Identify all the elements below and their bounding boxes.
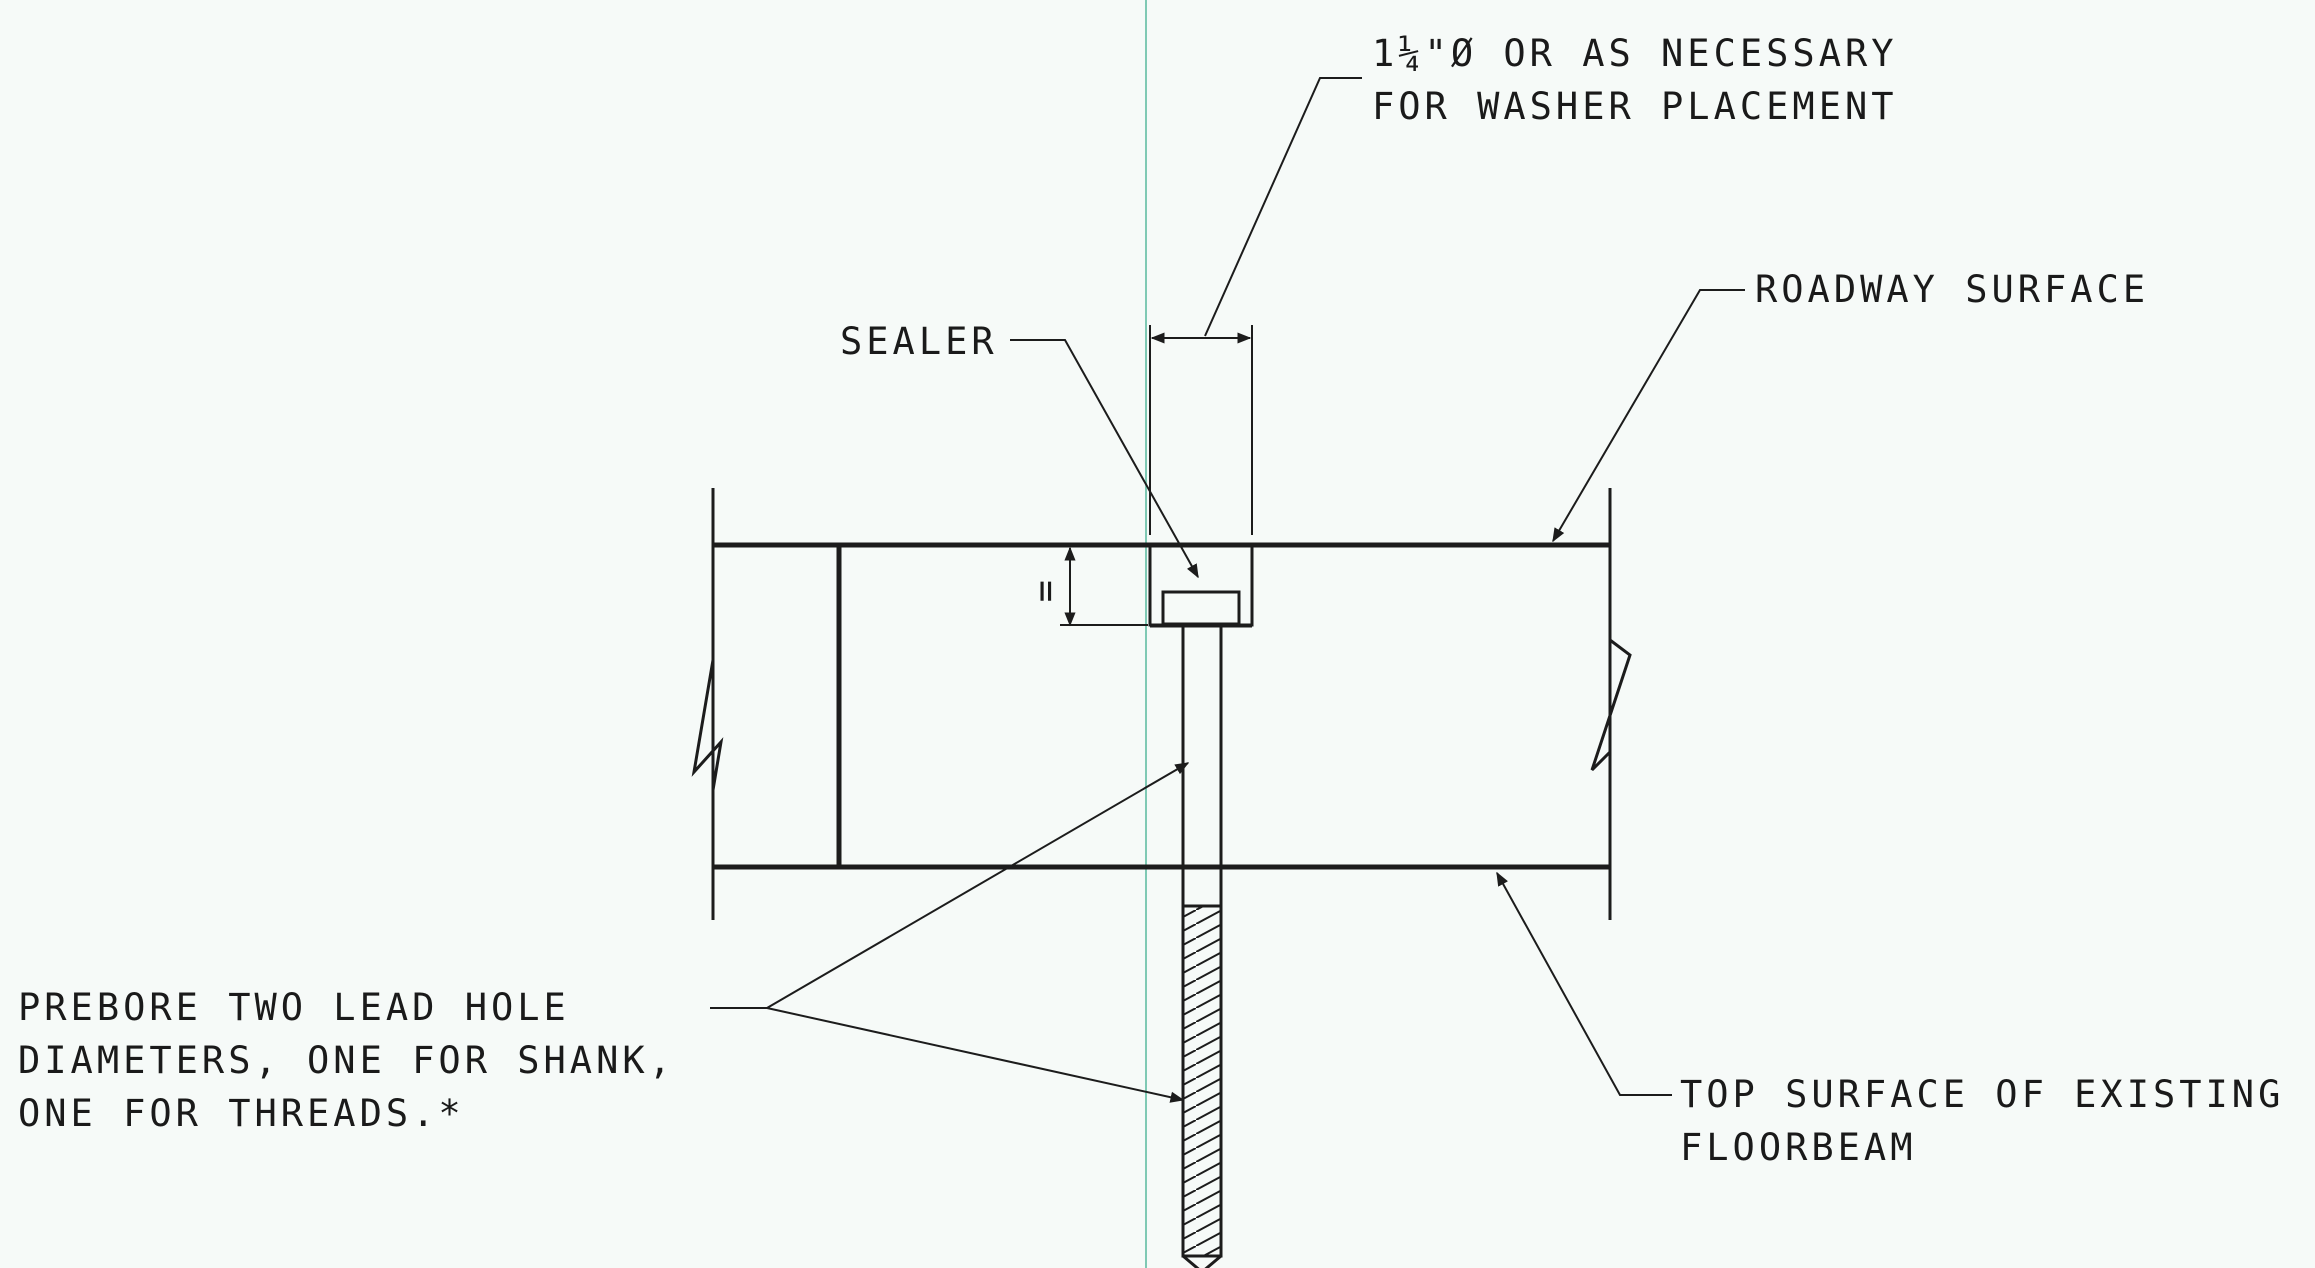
washer-leader [1204, 77, 1362, 337]
floorbeam-leader [1496, 871, 1672, 1096]
sealer-label: SEALER [840, 320, 998, 363]
floorbeam-note-line2: FLOORBEAM [1680, 1126, 1916, 1169]
washer-dimension [1149, 77, 1362, 535]
prebore-note-line2: DIAMETERS, ONE FOR SHANK, [18, 1039, 675, 1082]
prebore-note-line3: ONE FOR THREADS.* [18, 1092, 465, 1135]
roadway-surface-label: ROADWAY SURFACE [1755, 268, 2149, 311]
bolt-threads [1181, 904, 1223, 1258]
sealer-leader [1010, 339, 1199, 579]
left-break-line [691, 659, 724, 791]
floorbeam-note-line1: TOP SURFACE OF EXISTING [1680, 1073, 2284, 1116]
right-break-line [1590, 638, 1632, 772]
washer-note-line2: FOR WASHER PLACEMENT [1372, 85, 1898, 128]
prebore-note-line1: PREBORE TWO LEAD HOLE [18, 986, 570, 1029]
roadway-leader [1552, 289, 1745, 543]
lag-bolt [1150, 590, 1252, 1268]
deck-section [711, 488, 1612, 920]
counterbore [1148, 543, 1254, 627]
depth-dimension: = [1025, 546, 1148, 627]
depth-mark: = [1025, 580, 1068, 606]
prebore-leaders [710, 762, 1190, 1103]
washer-note-line1: 1¼"Ø OR AS NECESSARY [1372, 32, 1898, 75]
